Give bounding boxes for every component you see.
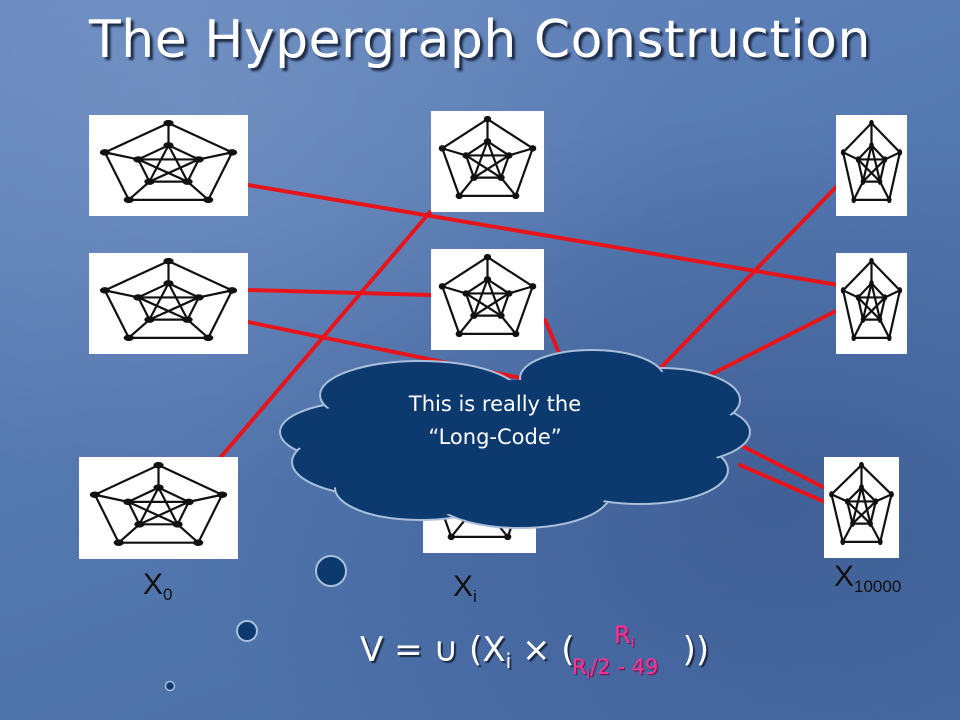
hyperedge-line: [698, 308, 840, 382]
hyperedge-line: [246, 183, 840, 287]
cloud-caption-line1: This is really the: [408, 392, 582, 416]
hyperedge-line: [246, 288, 432, 297]
graph-card-x10000-top: [836, 115, 907, 216]
vertex-set-formula: V = ∪ (Xi × ()): [360, 630, 710, 673]
cloud-caption-line2: “Long-Code”: [428, 425, 562, 449]
hyperedge-line: [218, 210, 432, 460]
label-x10000: X10000: [834, 560, 902, 596]
graph-card-x10000-bottom: [824, 457, 899, 558]
thought-bubble-large: [315, 555, 347, 587]
graph-card-xi-top: [431, 111, 544, 212]
graph-card-xi-middle: [431, 249, 544, 350]
graph-card-x10000-middle: [836, 253, 907, 354]
binomial-top: Ri: [614, 621, 635, 651]
hyperedge-line: [543, 318, 562, 357]
hyperedge-line: [246, 320, 557, 387]
graph-card-x0-bottom: [79, 457, 238, 559]
binomial-bottom: Ri/2 - 49: [572, 655, 659, 682]
label-xi: Xi: [453, 570, 477, 606]
label-x0: X0: [143, 568, 173, 604]
graph-card-x0-middle: [89, 253, 248, 354]
thought-bubble-small: [164, 680, 176, 692]
hyperedge-line: [738, 463, 827, 504]
hyperedge-line: [738, 443, 827, 490]
slide-title: The Hypergraph Construction: [89, 10, 871, 70]
graph-card-x0-top: [89, 115, 248, 216]
cloud-caption: This is really the “Long-Code”: [340, 388, 650, 454]
thought-bubble-medium: [236, 620, 258, 642]
